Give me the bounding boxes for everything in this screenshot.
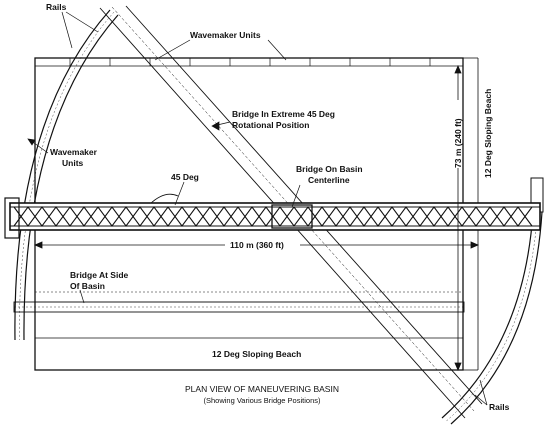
angle-arc — [149, 193, 179, 205]
leader-lines — [27, 11, 488, 406]
bridge-side-of-basin — [13, 301, 465, 313]
label-rails-top: Rails — [46, 2, 67, 12]
label-length-dimension: 110 m (360 ft) — [230, 240, 284, 250]
label-bridge-extreme-2: Rotational Position — [232, 120, 309, 130]
label-wavemaker-left-2: Units — [62, 158, 84, 168]
width-dimension — [454, 64, 462, 372]
length-dimension — [33, 240, 480, 250]
label-bridge-extreme-1: Bridge In Extreme 45 Deg — [232, 109, 335, 119]
label-rails-bottom: Rails — [489, 402, 510, 412]
label-beach-bottom: 12 Deg Sloping Beach — [212, 349, 301, 359]
label-angle: 45 Deg — [171, 172, 199, 182]
label-bridge-side-1: Bridge At Side — [70, 270, 129, 280]
rail-arc-left — [14, 9, 119, 341]
rail-arc-right — [441, 177, 544, 425]
label-bridge-centerline-1: Bridge On Basin — [296, 164, 363, 174]
bridge-centerline-truss — [4, 197, 541, 239]
label-wavemaker-top: Wavemaker Units — [190, 30, 261, 40]
label-beach-right: 12 Deg Sloping Beach — [483, 89, 493, 178]
caption-title: PLAN VIEW OF MANEUVERING BASIN — [185, 384, 339, 394]
label-bridge-side-2: Of Basin — [70, 281, 105, 291]
label-width-dimension: 73 m (240 ft) — [453, 118, 463, 168]
label-wavemaker-left-1: Wavemaker — [50, 147, 98, 157]
wavemaker-units-top — [69, 58, 431, 66]
label-bridge-centerline-2: Centerline — [308, 175, 350, 185]
caption-subtitle: (Showing Various Bridge Positions) — [203, 396, 321, 405]
